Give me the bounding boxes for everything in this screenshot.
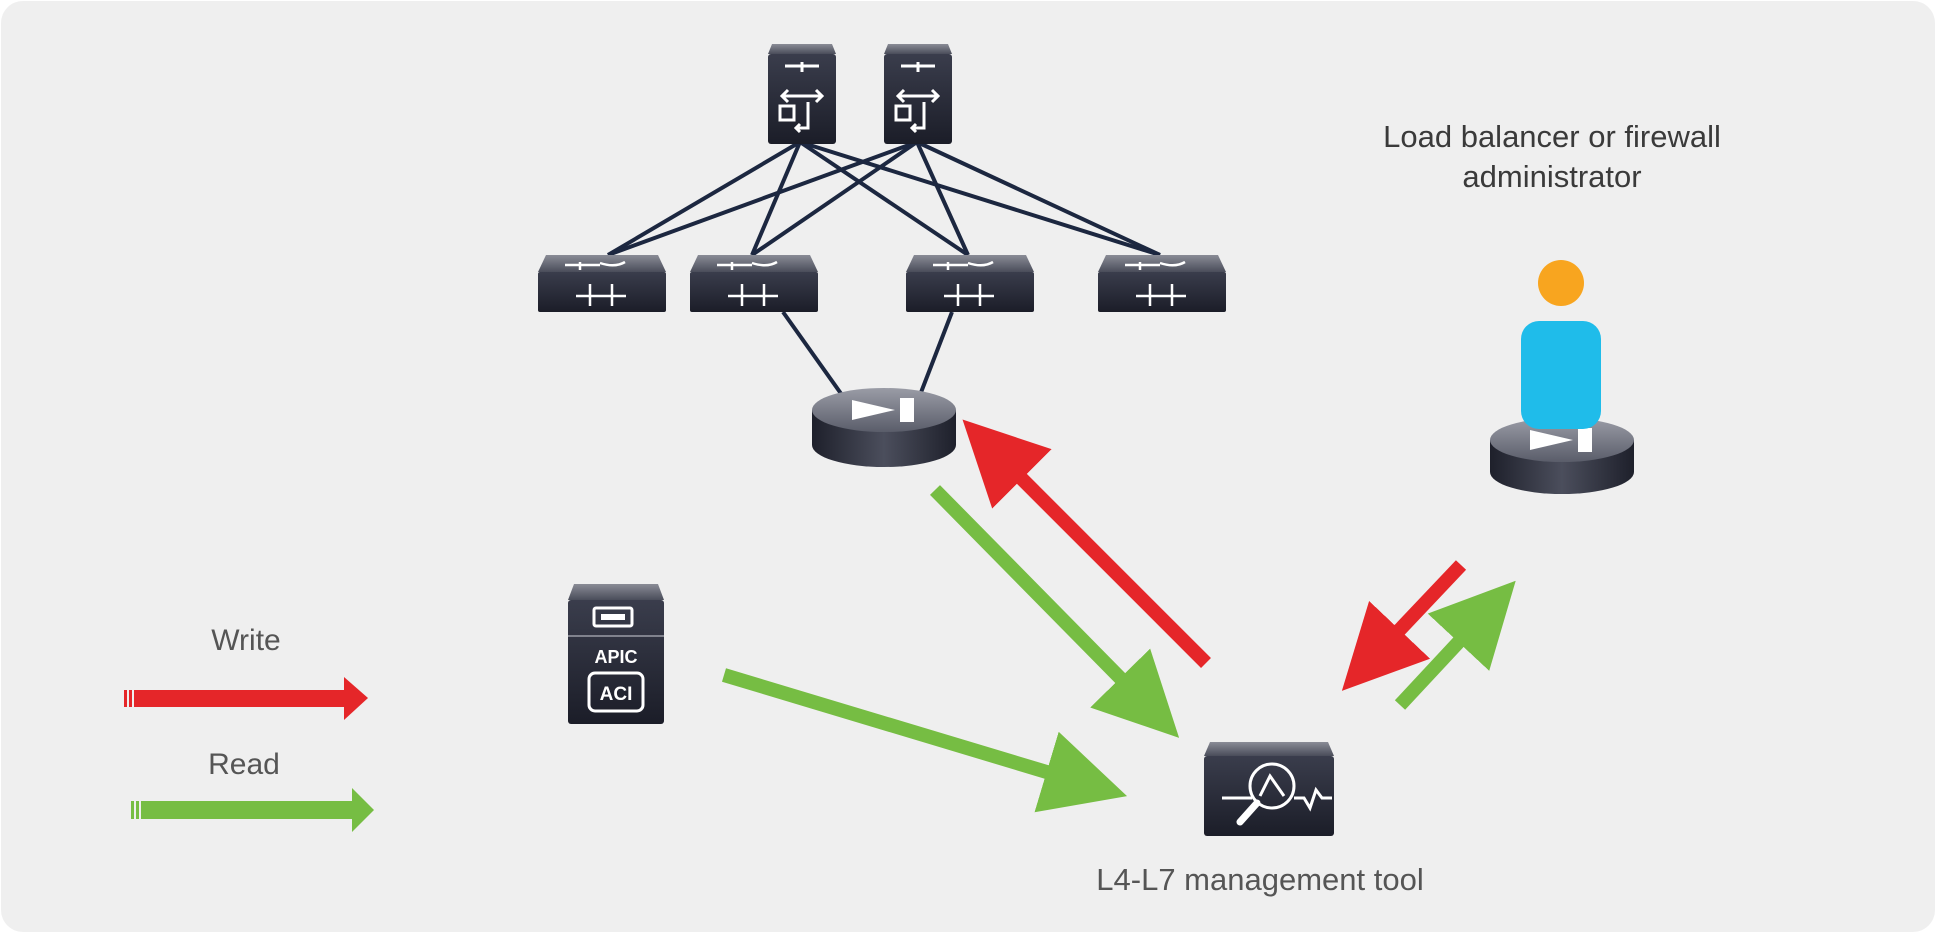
apic-controller-icon: APIC ACI — [587, 606, 645, 713]
legend: Write Read — [124, 624, 374, 832]
leaf-switch-icon — [717, 260, 778, 306]
leaf-switch-3 — [906, 255, 1034, 312]
legend-read-label: Read — [208, 748, 280, 781]
spine-switch-1 — [768, 44, 836, 144]
flow-arrows — [721, 419, 1516, 813]
spine-switch-icon — [778, 62, 825, 134]
administrator-person-icon — [1521, 260, 1601, 429]
legend-write-label: Write — [211, 624, 280, 657]
administrator-figure — [1490, 260, 1634, 494]
leaf-switch-icon — [1125, 260, 1186, 306]
management-tool — [1204, 742, 1334, 836]
write-arrow-to-appliance — [962, 419, 1211, 668]
spine-switch-2 — [884, 44, 952, 144]
legend-write-swatch — [124, 677, 368, 720]
fabric-links — [606, 140, 1161, 397]
read-arrow-to-admin — [1394, 580, 1516, 710]
admin-label-line1: Load balancer or firewall — [1383, 119, 1721, 154]
management-tool-icon — [1222, 762, 1332, 826]
load-balancer-appliance-icon — [852, 398, 914, 422]
leaf-switch-4 — [1098, 255, 1226, 312]
legend-read-swatch — [131, 788, 374, 832]
load-balancer-appliance — [812, 388, 956, 467]
spine-switch-icon — [894, 62, 941, 134]
apic-controller: APIC ACI — [568, 584, 664, 724]
apic-label: APIC — [594, 647, 637, 667]
appliance-icon — [1530, 428, 1592, 452]
leaf-switch-2 — [690, 255, 818, 312]
leaf-switch-1 — [538, 255, 666, 312]
read-arrow-from-appliance — [930, 485, 1180, 738]
leaf-switch-icon — [933, 260, 994, 306]
leaf-switch-icon — [565, 260, 626, 306]
mgmt-tool-label: L4-L7 management tool — [1096, 862, 1423, 897]
admin-label-line2: administrator — [1462, 159, 1641, 194]
read-arrow-from-apic — [721, 668, 1128, 813]
write-arrow-from-admin — [1341, 560, 1467, 691]
aci-label: ACI — [600, 684, 633, 705]
